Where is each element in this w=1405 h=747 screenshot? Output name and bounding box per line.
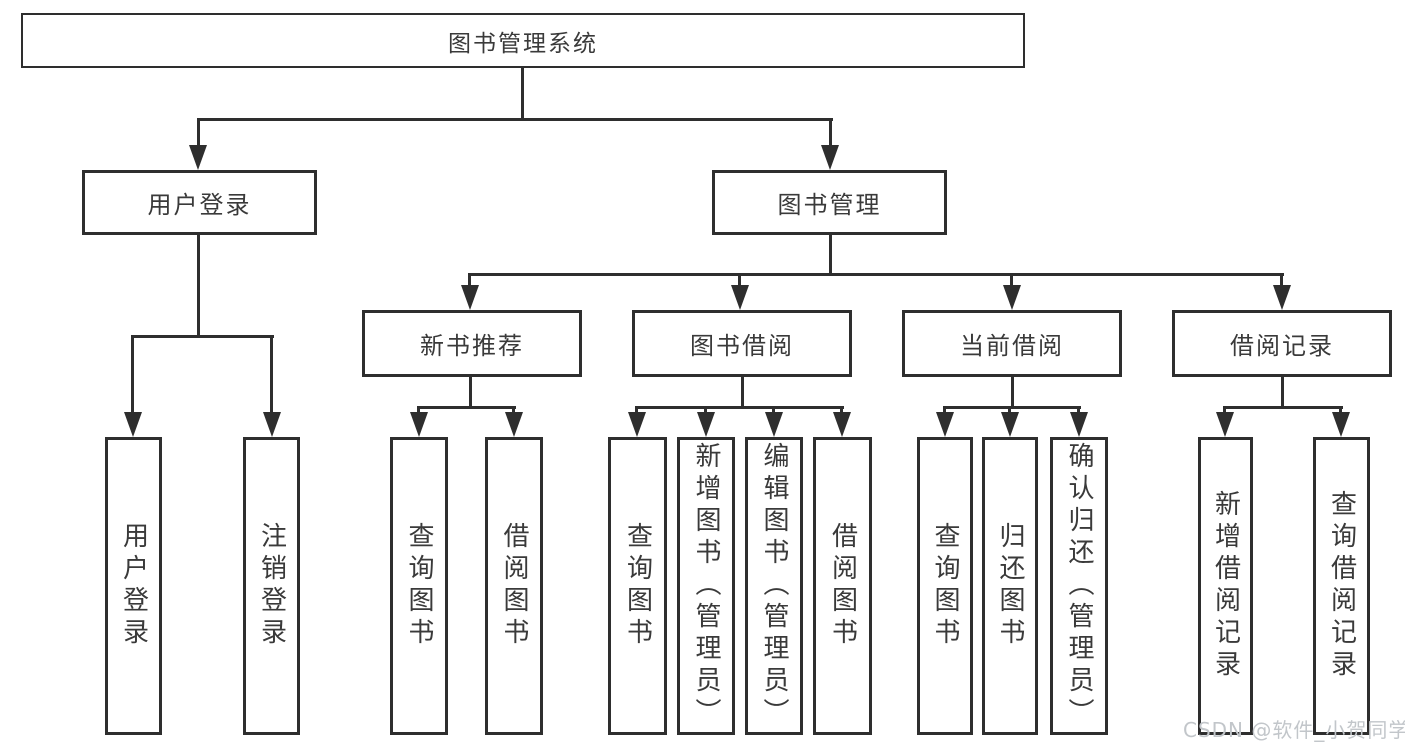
leaf-label: 新增借阅记录 bbox=[1210, 490, 1241, 682]
line-v bbox=[1339, 406, 1342, 416]
arrowhead bbox=[765, 412, 783, 437]
line-v bbox=[131, 335, 134, 413]
arrowhead bbox=[1001, 412, 1019, 437]
line-v bbox=[840, 406, 843, 416]
leaf-label: 确认归还（管理员） bbox=[1064, 442, 1094, 730]
node-label: 当前借阅 bbox=[960, 332, 1064, 360]
line-v bbox=[469, 377, 472, 409]
line-h bbox=[131, 335, 274, 338]
line-v bbox=[521, 68, 524, 118]
node-root-label: 图书管理系统 bbox=[448, 30, 598, 57]
leaf-label: 归还图书 bbox=[995, 522, 1025, 650]
arrowhead bbox=[410, 412, 428, 437]
arrowhead bbox=[697, 412, 715, 437]
line-v bbox=[1223, 406, 1226, 416]
leaf-logout: 注销登录 bbox=[243, 437, 300, 735]
leaf-label: 借阅图书 bbox=[499, 522, 529, 650]
leaf-confirm-return-admin: 确认归还（管理员） bbox=[1050, 437, 1108, 735]
arrowhead bbox=[731, 285, 749, 310]
line-v bbox=[1011, 377, 1014, 409]
arrowhead bbox=[936, 412, 954, 437]
arrowhead bbox=[1273, 285, 1291, 310]
line-v bbox=[829, 118, 832, 148]
leaf-query-books-borrowing: 查询图书 bbox=[608, 437, 667, 735]
node-label: 新书推荐 bbox=[420, 332, 524, 360]
leaf-label: 注销登录 bbox=[256, 522, 287, 650]
arrowhead bbox=[1216, 412, 1234, 437]
node-borrowing-records: 借阅记录 bbox=[1172, 310, 1392, 377]
leaf-return-book: 归还图书 bbox=[982, 437, 1038, 735]
leaf-edit-book-admin: 编辑图书（管理员） bbox=[745, 437, 803, 735]
arrowhead bbox=[124, 412, 142, 437]
line-v bbox=[197, 235, 200, 335]
line-v bbox=[635, 406, 638, 416]
line-h bbox=[635, 406, 844, 409]
leaf-label: 编辑图书（管理员） bbox=[759, 442, 789, 730]
node-root: 图书管理系统 bbox=[21, 13, 1025, 68]
arrowhead bbox=[628, 412, 646, 437]
leaf-user-login: 用户登录 bbox=[105, 437, 162, 735]
line-v bbox=[468, 273, 471, 287]
line-v bbox=[741, 377, 744, 409]
arrowhead bbox=[1003, 285, 1021, 310]
arrowhead bbox=[189, 145, 207, 170]
leaf-borrow-books-recommend: 借阅图书 bbox=[485, 437, 543, 735]
leaf-label: 新增图书（管理员） bbox=[691, 442, 721, 730]
leaf-label: 查询借阅记录 bbox=[1326, 490, 1357, 682]
leaf-label: 查询图书 bbox=[622, 522, 653, 650]
line-h bbox=[1223, 406, 1343, 409]
line-v bbox=[512, 406, 515, 416]
leaf-add-borrow-record: 新增借阅记录 bbox=[1198, 437, 1253, 735]
arrowhead bbox=[505, 412, 523, 437]
leaf-label: 借阅图书 bbox=[827, 522, 858, 650]
line-v bbox=[1280, 273, 1283, 287]
node-label: 图书管理 bbox=[777, 191, 882, 219]
line-v bbox=[1281, 377, 1284, 409]
line-v bbox=[829, 235, 832, 273]
leaf-query-books-current: 查询图书 bbox=[917, 437, 973, 735]
line-v bbox=[704, 406, 707, 416]
node-current-borrowing: 当前借阅 bbox=[902, 310, 1122, 377]
leaf-borrow-books-borrowing: 借阅图书 bbox=[813, 437, 872, 735]
node-book-borrowing: 图书借阅 bbox=[632, 310, 852, 377]
leaf-query-borrow-record: 查询借阅记录 bbox=[1313, 437, 1370, 735]
line-h bbox=[417, 406, 516, 409]
arrowhead bbox=[461, 285, 479, 310]
line-v bbox=[270, 335, 273, 413]
leaf-label: 用户登录 bbox=[118, 522, 149, 650]
line-v bbox=[1077, 406, 1080, 416]
arrowhead bbox=[821, 145, 839, 170]
node-user-login: 用户登录 bbox=[82, 170, 317, 235]
line-v bbox=[772, 406, 775, 416]
line-v bbox=[417, 406, 420, 416]
arrowhead bbox=[263, 412, 281, 437]
leaf-label: 查询图书 bbox=[930, 522, 960, 650]
node-label: 借阅记录 bbox=[1230, 332, 1334, 360]
line-v bbox=[1008, 406, 1011, 416]
node-label: 用户登录 bbox=[147, 191, 252, 219]
line-v bbox=[197, 118, 200, 148]
node-new-book-recommendation: 新书推荐 bbox=[362, 310, 582, 377]
node-book-management: 图书管理 bbox=[712, 170, 947, 235]
node-label: 图书借阅 bbox=[690, 332, 794, 360]
line-v bbox=[943, 406, 946, 416]
leaf-query-books-recommend: 查询图书 bbox=[390, 437, 448, 735]
line-h bbox=[943, 406, 1081, 409]
line-h bbox=[468, 273, 1284, 276]
line-v bbox=[738, 273, 741, 287]
line-v bbox=[1010, 273, 1013, 287]
watermark: CSDN @软件_小贺同学 bbox=[1183, 718, 1405, 742]
leaf-label: 查询图书 bbox=[404, 522, 434, 650]
line-h bbox=[197, 118, 833, 121]
arrowhead bbox=[1332, 412, 1350, 437]
leaf-add-book-admin: 新增图书（管理员） bbox=[677, 437, 735, 735]
arrowhead bbox=[1070, 412, 1088, 437]
arrowhead bbox=[833, 412, 851, 437]
